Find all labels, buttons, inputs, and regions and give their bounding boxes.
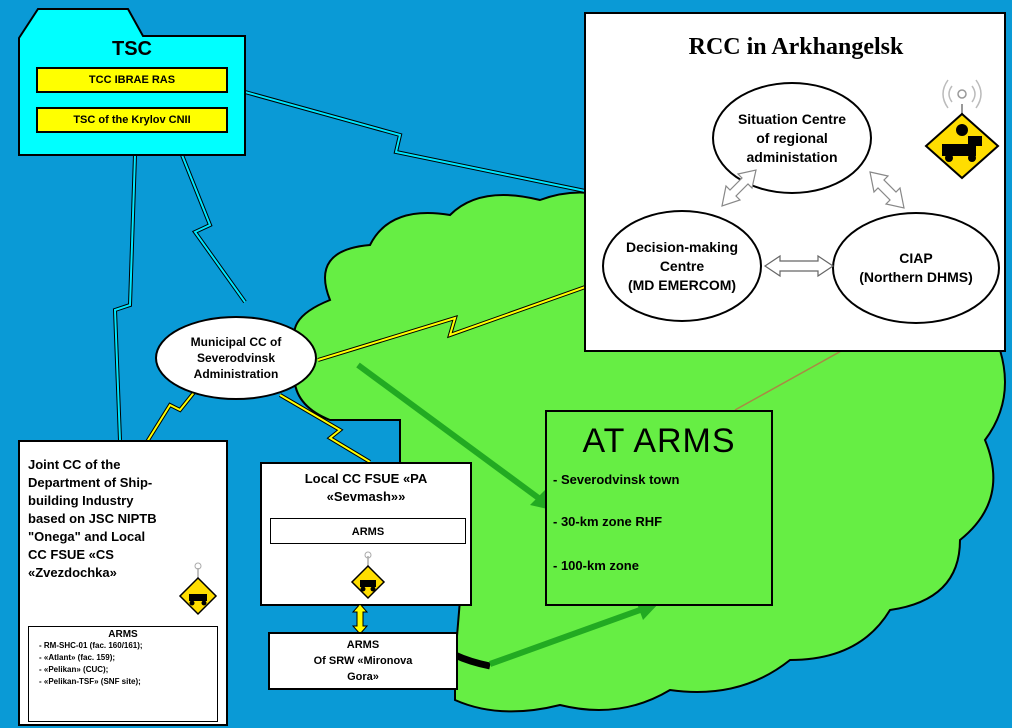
joint-line-4: based on JSC NIPTB <box>28 511 157 526</box>
local-title-line-2: «Sevmash»» <box>326 489 406 504</box>
joint-line-7: «Zvezdochka» <box>28 565 117 580</box>
at-arms-item-3: - 100-km zone <box>553 558 639 573</box>
at-arms-item-2: - 30-km zone RHF <box>553 514 663 529</box>
local-radiation-sign-icon <box>348 550 388 604</box>
joint-arms-item-3: - «Pelikan» (CUC); <box>39 665 109 674</box>
rcc-title: RCC in Arkhangelsk <box>688 34 904 60</box>
local-cc-sevmash-box: Local CC FSUE «PA «Sevmash»» ARMS <box>260 462 472 606</box>
local-srw-double-arrow <box>351 603 369 635</box>
at-arms-item-1: - Severodvinsk town <box>553 472 680 487</box>
srw-text: ARMS Of SRW «Mironova Gora» <box>270 637 456 685</box>
srw-line-2: Of SRW «Mironova <box>313 655 413 667</box>
tsc-link-rcc-fill <box>244 91 591 193</box>
decision-line-3: (MD EMERCOM) <box>627 276 737 293</box>
municipal-line-1: Municipal CC of <box>190 335 282 349</box>
joint-arms-item-1: - RM-SHC-01 (fac. 160/161); <box>39 641 143 650</box>
tsc-box: TSC TCC IBRAE RAS TSC of the Krylov CNII <box>18 8 246 156</box>
tsc-link-municipal-fill <box>181 154 246 303</box>
joint-line-3: building Industry <box>28 493 134 508</box>
radiation-vehicle-sign-icon <box>924 66 1000 180</box>
municipal-line-2: Severodvinsk <box>196 351 276 365</box>
tsc-item-ibrae: TCC IBRAE RAS <box>36 67 228 93</box>
tsc-title: TSC <box>112 38 152 60</box>
municipal-link-decision-fill <box>317 279 606 361</box>
local-title-line-1: Local CC FSUE «PA <box>304 471 428 486</box>
at-arms-title: AT ARMS <box>582 422 736 460</box>
tsc-link-joint-fill <box>113 154 136 441</box>
ciap-line-2: (Northern DHMS) <box>859 269 973 285</box>
situation-line-3: administation <box>746 148 838 165</box>
joint-arms-panel: ARMS - RM-SHC-01 (fac. 160/161); - «Atla… <box>28 626 218 722</box>
situation-line-2: of regional <box>756 129 828 146</box>
situation-centre: Situation Centre of regional administati… <box>712 82 872 194</box>
decision-line-1: Decision-making <box>625 238 739 255</box>
municipal-cc: Municipal CC of Severodvinsk Administrat… <box>155 316 317 400</box>
joint-cc-title: Joint CC of the Department of Ship- buil… <box>28 456 157 582</box>
decision-line-2: Centre <box>659 257 705 274</box>
joint-arms-item-2: - «Atlant» (fac. 159); <box>39 653 116 662</box>
situation-line-1: Situation Centre <box>737 110 847 127</box>
joint-line-5: "Onega" and Local <box>28 529 146 544</box>
joint-arms-title: ARMS <box>108 629 138 640</box>
joint-arms-item-4: - «Pelikan-TSF» (SNF site); <box>39 677 141 686</box>
tsc-item-krylov: TSC of the Krylov CNII <box>36 107 228 133</box>
srw-arrow-at-arms <box>488 607 642 667</box>
local-cc-title: Local CC FSUE «PA «Sevmash»» <box>262 470 470 506</box>
ciap-centre: CIAP (Northern DHMS) <box>832 212 1000 324</box>
joint-arms-list: - RM-SHC-01 (fac. 160/161); - «Atlant» (… <box>29 640 217 688</box>
decision-making-centre: Decision-making Centre (MD EMERCOM) <box>602 210 762 322</box>
joint-cc-box: Joint CC of the Department of Ship- buil… <box>18 440 228 726</box>
municipal-line-3: Administration <box>193 367 279 381</box>
local-arms-field: ARMS <box>270 518 466 544</box>
at-arms-box: AT ARMS - Severodvinsk town - 30-km zone… <box>545 410 773 606</box>
municipal-link-joint-fill <box>144 384 201 446</box>
joint-radiation-sign-icon <box>178 560 218 618</box>
srw-line-3: Gora» <box>347 671 379 683</box>
joint-line-6: CC FSUE «CS <box>28 547 114 562</box>
joint-line-1: Joint CC of the <box>28 457 121 472</box>
srw-mironova-gora-box: ARMS Of SRW «Mironova Gora» <box>268 632 458 690</box>
municipal-link-local-fill <box>279 394 371 463</box>
ciap-line-1: CIAP <box>899 250 933 266</box>
municipal-arrow-at-arms <box>356 362 550 508</box>
joint-line-2: Department of Ship- <box>28 475 153 490</box>
srw-line-1: ARMS <box>346 639 380 651</box>
